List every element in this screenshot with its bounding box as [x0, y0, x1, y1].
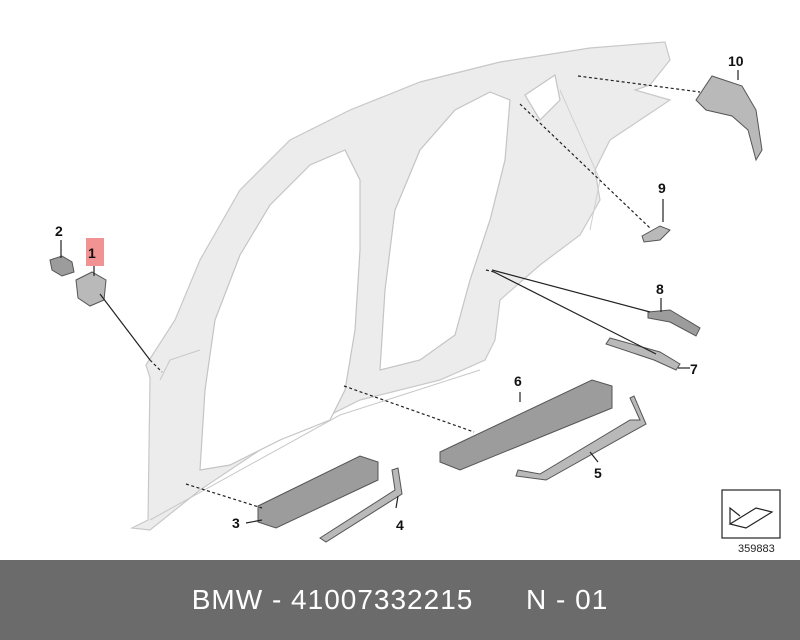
callout-1-highlight: [86, 238, 104, 266]
part-4: 4: [319, 467, 404, 543]
part-number-label: BMW - 41007332215 N - 01: [191, 584, 609, 615]
exploded-parts-diagram: 1 2 3 4 5: [49, 41, 781, 555]
part-9: 9: [519, 103, 671, 243]
part-6: 6: [343, 373, 613, 471]
callout-6: 6: [514, 373, 522, 389]
part-1: 1: [75, 238, 163, 373]
callout-9: 9: [658, 180, 666, 196]
callout-7: 7: [690, 361, 698, 377]
view-reference-icon: [721, 489, 781, 539]
callout-10: 10: [728, 53, 744, 69]
callout-4: 4: [396, 517, 404, 533]
part-8: 8: [491, 269, 701, 337]
part-7: 7: [485, 269, 698, 377]
callout-5: 5: [594, 465, 602, 481]
callout-3: 3: [232, 515, 240, 531]
part-5: 5: [515, 395, 647, 481]
reference-number: 359883: [738, 543, 775, 555]
part-2: 2: [49, 223, 75, 277]
part-3: 3: [185, 455, 379, 531]
part-10: 10: [577, 53, 763, 162]
callout-2: 2: [55, 223, 63, 239]
callout-1: 1: [88, 245, 96, 261]
callout-8: 8: [656, 281, 664, 297]
footer-bar: BMW - 41007332215 N - 01: [0, 560, 800, 640]
body-side-frame: [129, 41, 672, 531]
